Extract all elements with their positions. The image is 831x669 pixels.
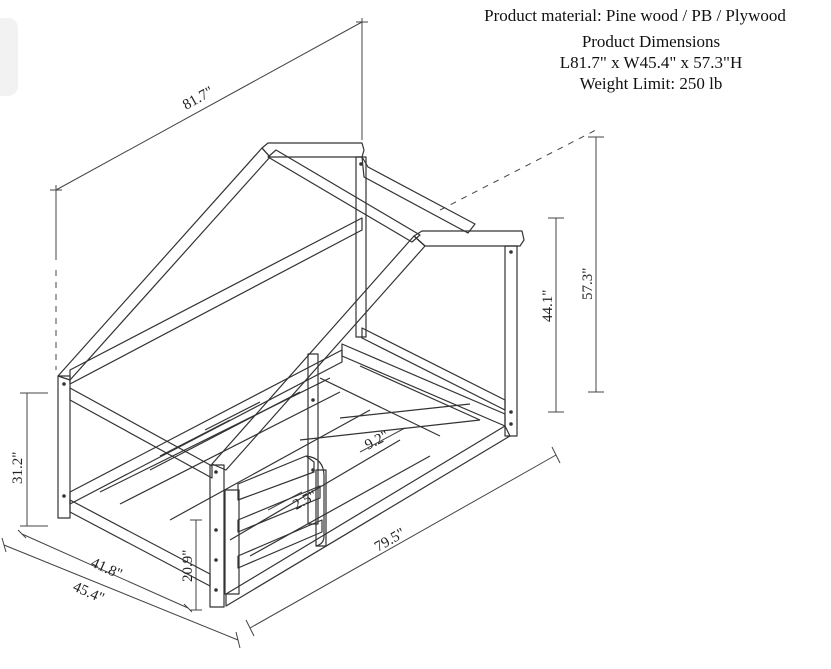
- front-top-rail: [69, 387, 213, 479]
- dimension-lines: [1, 18, 604, 649]
- dim-line-slat-gap: [359, 427, 406, 453]
- guard-rail: [224, 455, 327, 595]
- spec-weight-limit: Weight Limit: 250 lb: [579, 74, 723, 93]
- bed-slats: [99, 365, 481, 557]
- front-base-rail: [225, 425, 511, 607]
- label-height-front: 31.2": [10, 452, 26, 484]
- back-right-roof-slope: [361, 156, 476, 234]
- front-right-post: [504, 245, 518, 437]
- bolts: [62, 162, 513, 592]
- label-width-outer: 45.4": [70, 579, 106, 607]
- right-inner-rail: [361, 327, 506, 411]
- front-base-short-rail: [69, 499, 211, 587]
- front-roof-peak: [413, 230, 525, 247]
- label-width-inner: 41.8": [88, 555, 124, 583]
- dim-line-length-base: [249, 454, 557, 629]
- back-roof-peak: [261, 142, 365, 158]
- window-edge-tab: [0, 18, 18, 96]
- front-corner-post: [209, 464, 225, 608]
- label-rail-height: 20.9": [180, 550, 196, 582]
- label-height-total: 57.3": [580, 268, 596, 300]
- label-length-base: 79.5": [372, 525, 408, 555]
- label-height-side: 44.1": [540, 290, 556, 322]
- bed-frame: [57, 142, 525, 608]
- left-base-rail: [69, 349, 343, 505]
- label-slat-gap: 9.2": [362, 428, 391, 454]
- dim-line-length-top: [55, 21, 363, 191]
- label-length-top: 81.7": [180, 84, 216, 114]
- guard-rail-post-left: [224, 489, 240, 595]
- front-left-roof-slope: [211, 235, 426, 471]
- ridge-beam: [267, 149, 421, 243]
- dim-line-width-outer: [3, 544, 239, 641]
- back-left-roof-slope: [57, 147, 271, 381]
- spec-material: Product material: Pine wood / PB / Plywo…: [484, 6, 786, 25]
- spec-dimensions: L81.7" x W45.4" x 57.3"H: [559, 53, 743, 72]
- left-front-post: [57, 375, 71, 519]
- back-right-post: [355, 156, 367, 338]
- guard-rail-curve: [305, 455, 325, 547]
- right-base-rail: [341, 343, 506, 427]
- spec-heading: Product Dimensions: [581, 32, 721, 51]
- dim-line-width-inner: [21, 533, 189, 609]
